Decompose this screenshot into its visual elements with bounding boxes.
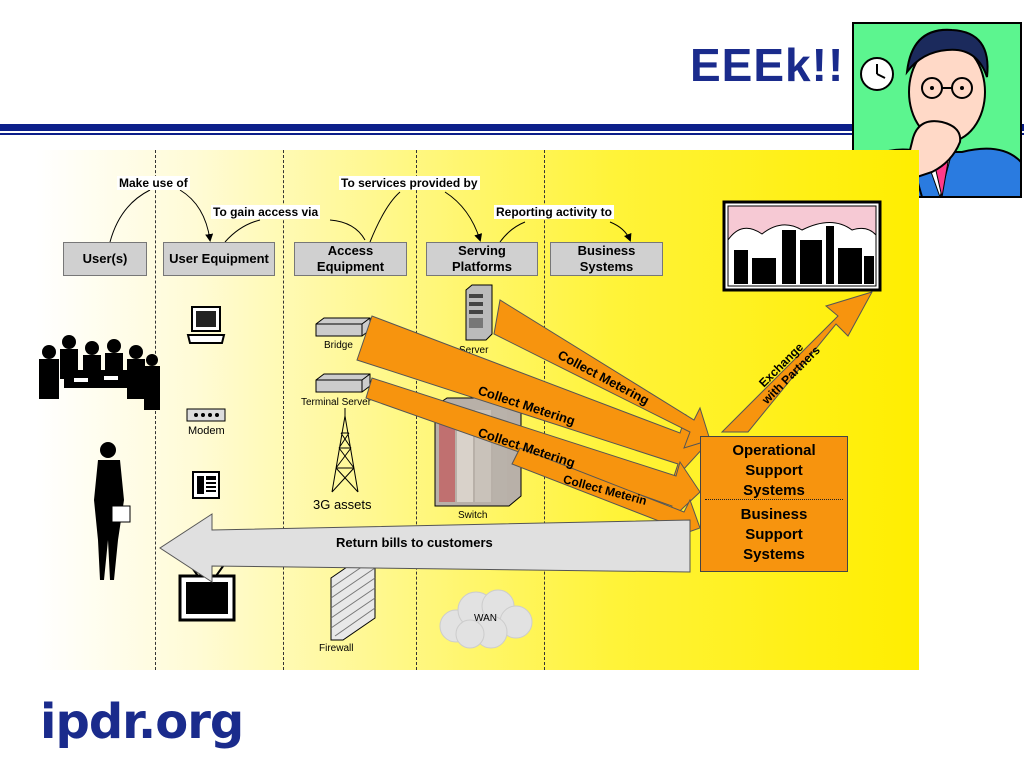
bridge-icon <box>315 317 371 337</box>
label-wan: WAN <box>474 613 497 624</box>
label-gain-access: To gain access via <box>211 205 321 219</box>
title-rule-thick <box>0 124 1024 131</box>
arrow-exchange-partners <box>720 291 874 433</box>
laptop-icon <box>186 306 226 344</box>
header-business-systems: Business Systems <box>550 242 663 276</box>
ipdr-logo: ipdr.org <box>40 694 244 750</box>
arrow-collect-metering-3 <box>493 299 711 449</box>
header-users: User(s) <box>63 242 147 276</box>
oss-line3: Systems <box>743 482 805 499</box>
header-user-equipment: User Equipment <box>163 242 275 276</box>
column-divider-2 <box>283 150 284 670</box>
bss-line1: Business <box>740 506 808 523</box>
label-3g-assets: 3G assets <box>313 497 372 512</box>
bss-label: Business Support Systems <box>701 505 847 565</box>
bss-line3: Systems <box>743 546 805 563</box>
oss-bss-box: Operational Support Systems Business Sup… <box>700 436 848 572</box>
header-access-equipment: Access Equipment <box>294 242 407 276</box>
label-switch: Switch <box>458 510 488 521</box>
label-bridge: Bridge <box>324 340 353 351</box>
label-make-use-of: Make use of <box>117 176 190 190</box>
oss-line1: Operational <box>732 442 816 459</box>
oss-label: Operational Support Systems <box>701 441 847 501</box>
label-firewall: Firewall <box>319 643 354 654</box>
meeting-people-clipart <box>39 335 160 410</box>
arrow-collect-metering-1 <box>356 315 706 483</box>
cell-tower-icon <box>331 408 359 493</box>
label-reporting-activity: Reporting activity to <box>494 205 615 219</box>
bss-line2: Support <box>745 526 803 543</box>
server-icon <box>465 284 493 341</box>
city-skyline-icon <box>722 200 882 292</box>
firewall-icon <box>330 555 376 641</box>
label-modem: Modem <box>188 425 225 437</box>
title-rule-thin <box>0 133 1024 135</box>
arrow-collect-metering-2 <box>365 377 701 525</box>
header-serving-platforms: Serving Platforms <box>426 242 538 276</box>
label-return-bills: Return bills to customers <box>336 535 493 550</box>
label-server: Server <box>459 345 489 356</box>
phone-icon <box>192 471 220 499</box>
label-terminal-server: Terminal Server <box>301 397 372 408</box>
oss-line2: Support <box>745 462 803 479</box>
oss-bss-divider <box>705 499 843 500</box>
wan-cloud-icon <box>439 589 533 649</box>
standing-person-clipart <box>94 442 131 580</box>
label-services-provided: To services provided by <box>339 176 480 190</box>
tv-icon <box>178 561 236 622</box>
modem-icon <box>186 408 226 422</box>
arrow-return-bills <box>159 513 691 583</box>
slide-title: EEEk!! <box>690 39 845 91</box>
